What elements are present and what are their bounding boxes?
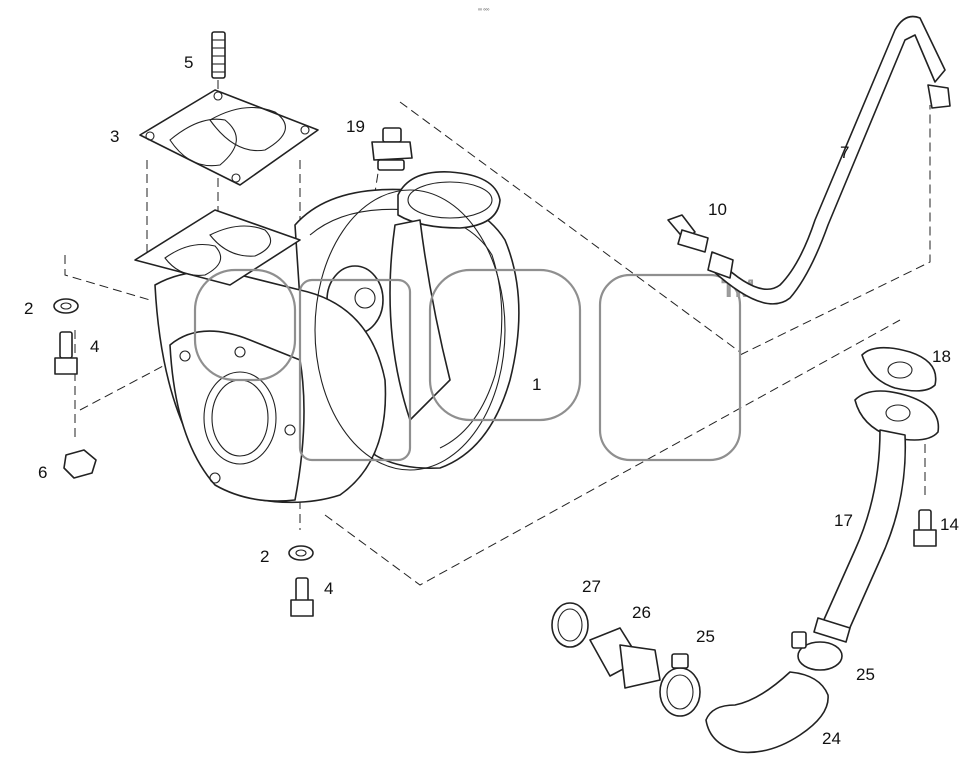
label-1: 1 — [532, 375, 541, 394]
label-14: 14 — [940, 515, 959, 534]
label-26: 26 — [632, 603, 651, 622]
bolt-part-4-bottom — [290, 577, 314, 617]
bolt-part-14 — [913, 509, 937, 547]
label-4-bottom: 4 — [324, 579, 333, 598]
label-2-top: 2 — [24, 299, 33, 318]
label-27: 27 — [582, 577, 601, 596]
return-pipe-part-17 — [813, 429, 907, 643]
clamp-part-25-left — [659, 653, 701, 717]
washer-part-2-bottom — [288, 545, 314, 561]
label-18: 18 — [932, 347, 951, 366]
label-4-top: 4 — [90, 337, 99, 356]
oil-pipe-part-7 — [707, 15, 951, 305]
fitting-part-26 — [589, 627, 661, 689]
gasket-part-3 — [139, 89, 319, 186]
turbocharger-body-part-1 — [134, 171, 520, 504]
label-2-bottom: 2 — [260, 547, 269, 566]
label-10: 10 — [708, 200, 727, 219]
label-6: 6 — [38, 463, 47, 482]
ring-part-27 — [551, 602, 589, 648]
stud-part-5 — [211, 31, 226, 79]
label-3: 3 — [110, 127, 119, 146]
washer-part-2-top — [53, 298, 79, 314]
bolt-part-4-top — [54, 331, 78, 375]
fitting-part-19 — [371, 127, 413, 171]
hose-part-24 — [705, 671, 829, 754]
gasket-part-18 — [854, 346, 940, 441]
adapter-part-10 — [667, 214, 709, 253]
drawing-code: ⁰⁰ ⁰⁰⁰ — [478, 8, 489, 14]
clamp-part-25-right — [791, 631, 843, 671]
label-17: 17 — [834, 511, 853, 530]
label-25-top: 25 — [696, 627, 715, 646]
callout-labels: 1 2 2 3 4 4 5 6 7 10 14 17 18 19 24 25 2… — [24, 53, 959, 748]
nut-part-6 — [63, 449, 97, 479]
label-7: 7 — [840, 143, 849, 162]
label-19: 19 — [346, 117, 365, 136]
label-24: 24 — [822, 729, 841, 748]
label-5: 5 — [184, 53, 193, 72]
label-25-right: 25 — [856, 665, 875, 684]
